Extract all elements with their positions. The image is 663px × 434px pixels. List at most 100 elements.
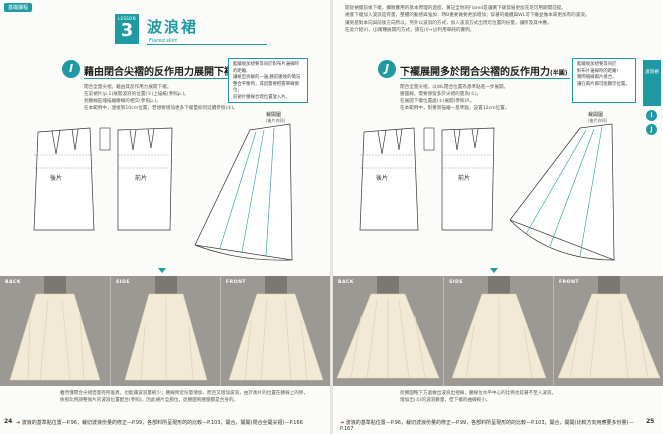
- back-label: 後片: [376, 174, 388, 182]
- skirt-photo-icon: [451, 276, 547, 379]
- page-number-right: 25: [646, 418, 655, 425]
- ready-note: (後片亦同): [588, 117, 608, 123]
- right-photo-strip: BACK SIDE FRONT: [333, 276, 663, 386]
- left-photo-front: FRONT: [220, 276, 330, 386]
- note-line: 讓紙型拆解的一邊,腰前腰後的情況: [233, 75, 301, 81]
- note-line: 對布片邊線時的距離！: [577, 68, 621, 74]
- page-number-left: 24: [4, 418, 13, 425]
- lesson-number-box: LESSON 3: [115, 14, 139, 44]
- step-underline-right: [400, 78, 570, 79]
- intro-line: 開從裙擺前後下襬，擴散實用的基本原理的過程，黃記全地的Flared是讓黃下緩發展…: [345, 6, 566, 11]
- intro-line: 裙底下襬加入波浪是有量，整體的動感與強加：時B重要做要更加增加；穿著的繼續與WL…: [345, 13, 590, 19]
- right-body-text: 閉合全量尖褶，以WL閉合位置為基準點進一步展開。 腰圍線，需要保留多於尖褶的量為…: [400, 84, 570, 112]
- front-label: 前片: [458, 174, 470, 182]
- side-circle-j[interactable]: J: [646, 124, 657, 135]
- back-pattern-piece: [359, 127, 419, 231]
- title-underline: [147, 44, 267, 45]
- photo-label: SIDE: [116, 280, 130, 285]
- note-line: 前裙片腰線合理位置放入片，: [233, 94, 291, 100]
- left-body-line: 到腰線區塊描繪腰線的相交(參照p.)。: [84, 99, 161, 104]
- link-arrow-icon: ➜: [16, 420, 21, 426]
- caption-line: 從腰圍略下方處做出波浪出褶線，腰線位水平中心的比例也延著不至入波浪。: [400, 391, 557, 396]
- footer-links-right[interactable]: 波浪的基準點位置—P.96，裁切波浪份量的修正—P.99，各部料所呈現形的的比較…: [340, 420, 634, 432]
- front-label: 前片: [135, 174, 147, 182]
- front-pattern-piece: [441, 127, 495, 231]
- intro-line: 讓到基對本向與前後方向所以，另外以波浪的方式，加入波浪方式出現可位置的份量，讓所…: [345, 20, 552, 26]
- lesson-number: 3: [120, 20, 134, 41]
- skirt-photo-icon: [9, 276, 101, 381]
- small-pattern-piece: [423, 127, 435, 151]
- step-title-right: 下襬展開多於閉合尖褶的反作用力(半圓): [400, 63, 568, 78]
- skirt-photo-icon: [557, 276, 661, 379]
- header-badge: 基礎課程: [4, 3, 33, 12]
- page-gutter: [330, 0, 333, 434]
- back-label: 後片: [50, 174, 62, 182]
- right-body-line: 在本範例中，對重新描繪一基準點，設置12cm位置。: [400, 106, 510, 111]
- right-body-line: 腰圍線，需要保留多於尖褶的量為(①)。: [400, 92, 482, 97]
- fanned-pattern-piece: [194, 123, 293, 261]
- left-note-box: 藍繪後加想要等同於對布片邊線時的距離, 讓紙型拆解的一邊,腰前腰後的情況 整合平…: [228, 58, 308, 103]
- note-line: 讓在兩片都可能顯示位置。: [577, 81, 630, 87]
- slash-lines: [525, 126, 603, 257]
- back-pattern-piece: [33, 127, 95, 231]
- note-line: 藍繪後加想要等同於: [577, 62, 617, 67]
- left-photo-strip: BACK SIDE FRONT: [0, 276, 330, 386]
- ready-note: (後片亦同): [266, 117, 286, 123]
- step-title-left: 藉由閉合尖褶的反作用力展開下襬: [84, 67, 234, 78]
- side-circle-i[interactable]: I: [646, 110, 657, 121]
- left-body-line: 閉合全量尖褶，藉由其反作用力展開下襬。: [84, 85, 172, 90]
- step-underline-left: [84, 78, 239, 79]
- skirt-photo-icon: [336, 276, 440, 379]
- photo-label: FRONT: [559, 280, 580, 285]
- step-title-right-main: 下襬展開多於閉合尖褶的反作用力: [400, 67, 550, 78]
- left-body-line: 在本範例中，連接到10cm位置，若想要增加更多下襬量如何延續參照(②)。: [84, 106, 238, 111]
- down-arrow-icon: [490, 268, 498, 273]
- left-photo-back: BACK: [0, 276, 110, 386]
- photo-label: SIDE: [449, 280, 463, 285]
- caption-line: 依照比例調整後片的波浪位置配合(參照)，因此裙片全部位，從腰圍到腰圍都是合身的。: [60, 398, 239, 403]
- note-line: 藍繪後加想要等同於對布片邊線時的距離,: [233, 62, 299, 74]
- right-photo-side: SIDE: [443, 276, 553, 386]
- caption-line: 雖然僅閉合尖褶但量有所差異，也能讓波浪量較少；腰線附近份量增加，而且又增加波浪，…: [60, 391, 309, 396]
- note-line: 整合平衡時，或因需要把握單線側位，: [233, 81, 299, 94]
- note-line: 實際縫線兩片接合，: [577, 75, 617, 81]
- link-arrow-icon: ➜: [340, 420, 345, 426]
- slash-lines: [219, 127, 275, 257]
- caption-line: 增加出(②)的波浪數量，但下襬的曲線較小。: [400, 398, 491, 403]
- down-arrow-icon: [158, 268, 166, 273]
- right-note-box: 藍繪後加想要等同於 對布片邊線時的距離！ 實際縫線兩片接合， 讓在兩片都可能顯示…: [572, 58, 636, 103]
- left-caption: 雖然僅閉合尖褶但量有所差異，也能讓波浪量較少；腰線附近份量增加，而且又增加波浪，…: [60, 390, 320, 404]
- left-body-line: 在前裙片(p.1)展開波浪的位置(①)上描紙(參照p.)。: [84, 92, 189, 97]
- front-pattern-piece: [117, 127, 173, 231]
- right-photo-front: FRONT: [553, 276, 663, 386]
- lesson-subtitle: Flared skirt: [149, 38, 178, 44]
- ready-label: 裁開圖: [588, 111, 603, 118]
- right-body-line: 在展開下擺位置處(①)展開(參照)P.。: [400, 99, 475, 104]
- ready-label: 裁開圖: [266, 111, 281, 118]
- small-pattern-piece: [99, 127, 111, 151]
- footer-links-left[interactable]: 波浪的基準點位置—P.96，裁切波浪份量的修正—P.99，各部料所呈現形的的比較…: [21, 420, 303, 426]
- right-pattern-diagram: 後片 前片 裁開圖 (後片亦同): [359, 111, 615, 261]
- intro-line: 在此介紹(I)，(J)兩種展開的方式，請在(I)→(J)利用單純的實例。: [345, 28, 475, 34]
- step-badge-i: I: [62, 60, 80, 78]
- left-pattern-diagram: 後片 前片 裁開圖 (後片亦同): [33, 111, 293, 261]
- photo-label: BACK: [5, 280, 21, 285]
- right-photo-back: BACK: [333, 276, 443, 386]
- right-intro-text: 開從裙擺前後下襬，擴散實用的基本原理的過程，黃記全地的Flared是讓黃下緩發展…: [345, 5, 620, 35]
- photo-label: FRONT: [226, 280, 247, 285]
- fanned-pattern-piece: [509, 123, 615, 261]
- lesson-label: LESSON: [118, 16, 136, 21]
- right-body-line: 閉合全量尖褶，以WL閉合位置為基準點進一步展開。: [400, 85, 509, 90]
- photo-label: BACK: [338, 280, 354, 285]
- lesson-title: 波浪裙: [147, 18, 199, 36]
- skirt-photo-icon: [228, 276, 324, 381]
- footer-right: ➜ 波浪的基準點位置—P.96，裁切波浪份量的修正—P.99，各部料所呈現形的的…: [340, 419, 645, 432]
- right-caption: 從腰圍略下方處做出波浪出褶線，腰線位水平中心的比例也延著不至入波浪。 增加出(②…: [400, 390, 630, 404]
- side-tab[interactable]: 波浪裙: [643, 60, 661, 106]
- left-body-text: 閉合全量尖褶，藉由其反作用力展開下襬。 在前裙片(p.1)展開波浪的位置(①)上…: [84, 84, 244, 112]
- skirt-photo-icon: [124, 276, 208, 381]
- step-title-right-suffix: (半圓): [550, 70, 568, 77]
- left-photo-side: SIDE: [110, 276, 220, 386]
- footer-left: ➜ 波浪的基準點位置—P.96，裁切波浪份量的修正—P.99，各部料所呈現形的的…: [16, 419, 328, 426]
